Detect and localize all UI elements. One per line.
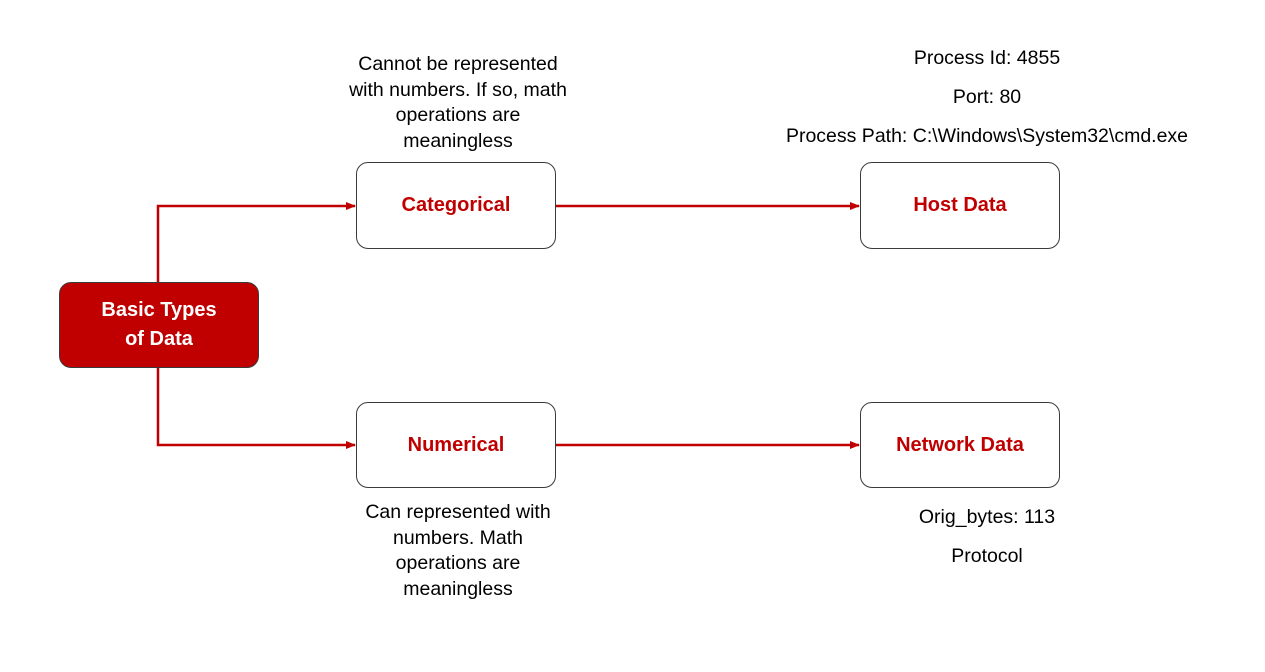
host-data-node: Host Data <box>860 162 1060 249</box>
numerical-description-line: Can represented with <box>365 501 551 523</box>
categorical-node-label: Categorical <box>401 194 511 216</box>
host-data-node-label: Host Data <box>913 194 1007 216</box>
network-data-node: Network Data <box>860 402 1060 488</box>
numerical-node-label: Numerical <box>407 433 505 456</box>
host-example-process-id: Process Id: 4855 <box>913 47 1061 69</box>
categorical-description-line: with numbers. If so, math <box>349 78 567 101</box>
categorical-description-line: meaningless <box>403 129 513 152</box>
categorical-description-line: Cannot be represented <box>358 53 558 75</box>
network-data-node-label: Network Data <box>896 433 1024 456</box>
numerical-node: Numerical <box>356 402 556 488</box>
network-example-orig-bytes: Orig_bytes: 113 <box>918 506 1056 528</box>
edge-root-to-categorical <box>156 202 356 282</box>
root-node-label-line2: of Data <box>125 328 193 350</box>
edge-root-to-numerical <box>156 368 356 449</box>
root-node: Basic Types of Data <box>59 282 259 368</box>
categorical-description-line: operations are <box>395 104 521 126</box>
root-node-label-line1: Basic Types <box>101 299 217 321</box>
numerical-description: Can represented with numbers. Math opera… <box>308 500 608 602</box>
categorical-description: Cannot be represented with numbers. If s… <box>308 52 608 154</box>
network-example-protocol: Protocol <box>951 545 1023 567</box>
host-example-process-path: Process Path: C:\Windows\System32\cmd.ex… <box>785 125 1189 147</box>
numerical-description-line: meaningless <box>403 577 513 600</box>
host-example-port: Port: 80 <box>952 86 1022 108</box>
numerical-description-line: operations are <box>395 552 521 574</box>
categorical-node: Categorical <box>356 162 556 249</box>
numerical-description-line: numbers. Math <box>392 526 524 549</box>
